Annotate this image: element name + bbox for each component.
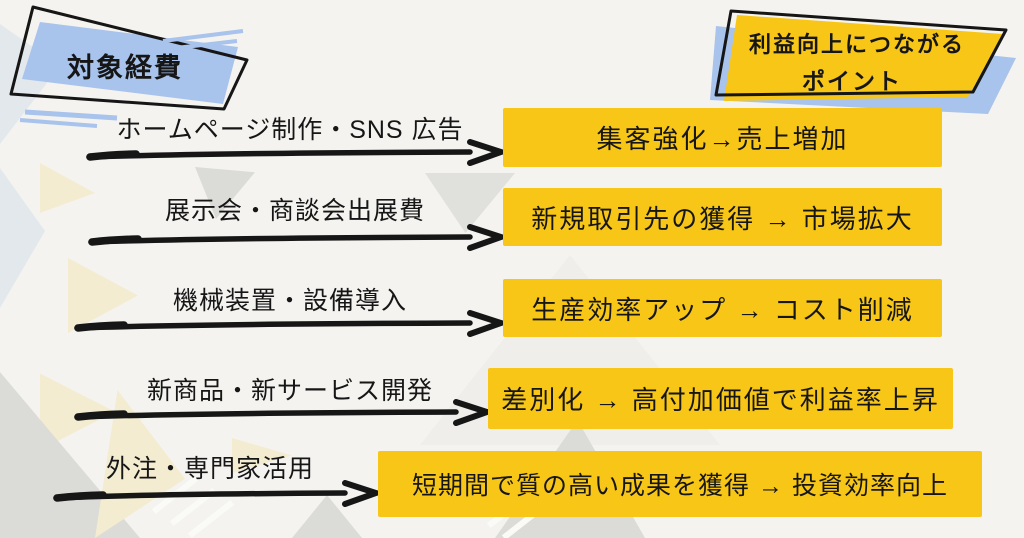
- flow-arrow-icon: [53, 480, 381, 507]
- flow-arrow-icon: [74, 310, 506, 337]
- left-header-label: 対象経費: [67, 53, 183, 83]
- point-box: 短期間で質の高い成果を獲得 → 投資効率向上: [378, 451, 982, 517]
- expense-label: 新商品・新サービス開発: [146, 377, 433, 405]
- point-box: 生産効率アップ → コスト削減: [503, 279, 942, 337]
- expense-label: 展示会・商談会出展費: [164, 197, 425, 225]
- accent-line: [162, 29, 244, 43]
- expense-label: ホームページ制作・SNS 広告: [116, 116, 464, 144]
- point-box: 差別化 → 高付加価値で利益率上昇: [488, 368, 953, 429]
- point-box: 新規取引先の獲得 → 市場拡大: [503, 188, 942, 246]
- right-header-label-line1: 利益向上につながる: [748, 32, 965, 57]
- expense-label: 外注・専門家活用: [105, 455, 314, 483]
- background-triangle: [0, 168, 45, 308]
- background-triangle: [40, 163, 95, 213]
- flow-arrow-icon: [86, 139, 506, 166]
- flow-arrow-icon: [74, 399, 492, 426]
- flow-arrow-icon: [88, 224, 506, 251]
- point-box: 集客強化→売上増加: [503, 108, 942, 167]
- right-header-label-line2: ポイント: [802, 68, 902, 94]
- expense-label: 機械装置・設備導入: [172, 287, 407, 315]
- accent-line: [19, 118, 98, 128]
